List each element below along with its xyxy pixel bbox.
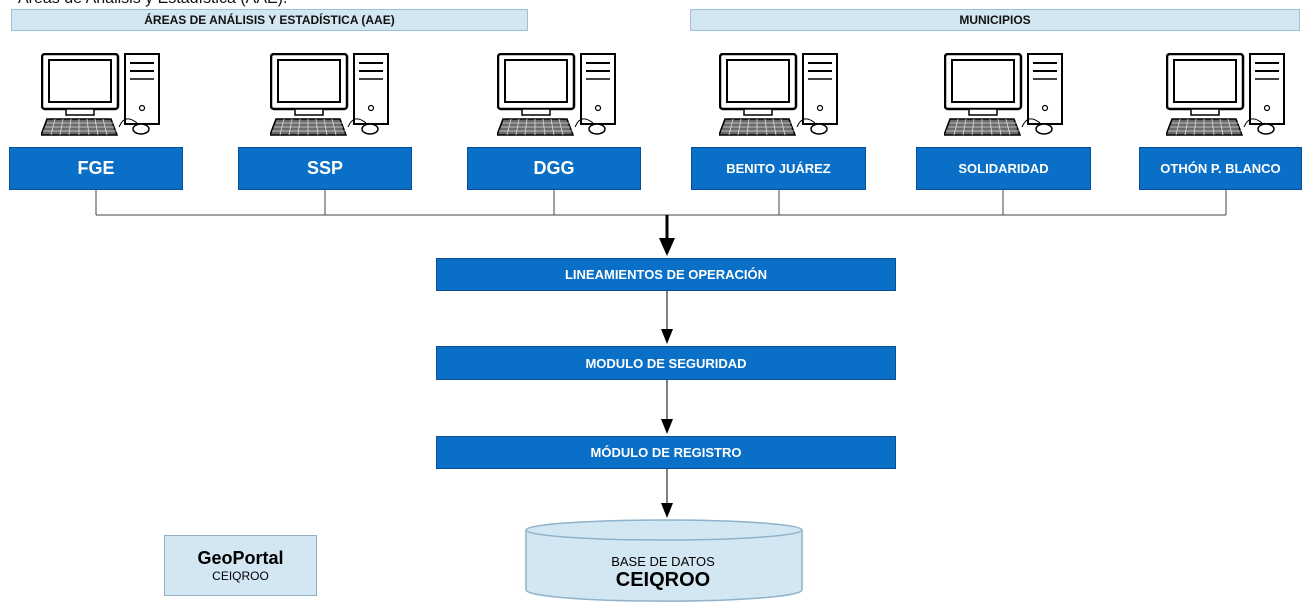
geoportal-title: GeoPortal: [197, 548, 284, 568]
desktop-computer-icon: [497, 53, 617, 137]
desktop-computer-icon: [270, 53, 390, 137]
step-modulo-de-seguridad: MODULO DE SEGURIDAD: [436, 346, 896, 380]
step-lineamientos-de-operacion: LINEAMIENTOS DE OPERACIÓN: [436, 258, 896, 291]
group-header-municipios: MUNICIPIOS: [690, 9, 1300, 31]
step-modulo-de-registro: MÓDULO DE REGISTRO: [436, 436, 896, 469]
node-benito-juarez: BENITO JUÁREZ: [691, 147, 866, 190]
geoportal-box: GeoPortal CEIQROO: [164, 535, 317, 596]
database-name: CEIQROO: [615, 569, 711, 591]
node-solidaridad: SOLIDARIDAD: [916, 147, 1091, 190]
database-label: BASE DE DATOS: [611, 554, 715, 569]
desktop-computer-icon: [41, 53, 161, 137]
figure-caption: Áreas de Análisis y Estadística (AAE).: [18, 0, 287, 8]
node-dgg: DGG: [467, 147, 641, 190]
group-header-aae: ÁREAS DE ANÁLISIS Y ESTADÍSTICA (AAE): [11, 9, 528, 31]
database-cylinder-icon: [525, 519, 803, 602]
node-ssp: SSP: [238, 147, 412, 190]
desktop-computer-icon: [944, 53, 1064, 137]
node-fge: FGE: [9, 147, 183, 190]
geoportal-subtitle: CEIQROO: [212, 569, 269, 583]
desktop-computer-icon: [719, 53, 839, 137]
node-othon-p-blanco: OTHÓN P. BLANCO: [1139, 147, 1302, 190]
desktop-computer-icon: [1166, 53, 1286, 137]
